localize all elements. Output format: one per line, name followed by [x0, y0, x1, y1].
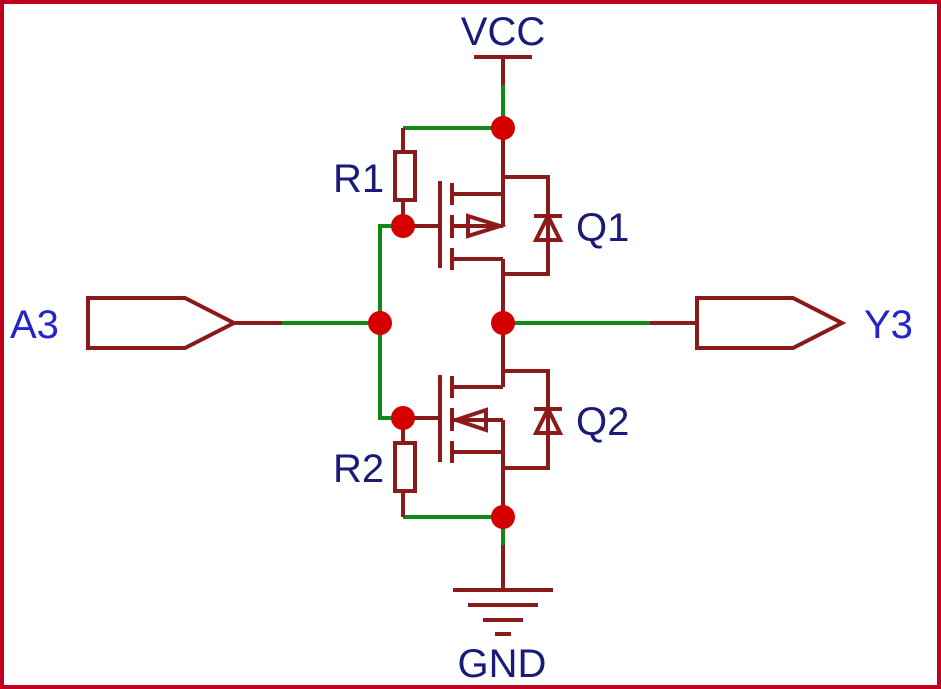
junction-input	[368, 311, 392, 335]
vcc-power-symbol	[474, 55, 532, 85]
junction-vcc	[491, 116, 515, 140]
output-port-label: Y3	[864, 303, 913, 347]
port-arrow-y3	[695, 296, 847, 350]
input-port-label: A3	[10, 303, 59, 347]
junction-q2-gate	[391, 406, 415, 430]
junctions	[368, 116, 515, 529]
r2-label: R2	[333, 447, 384, 491]
port-arrow-a3	[86, 296, 239, 350]
port-input-a3	[86, 296, 282, 350]
gnd-label: GND	[458, 642, 547, 686]
mosfet-q2	[403, 323, 564, 517]
q1-arrow	[466, 213, 507, 239]
q2-arrow	[449, 407, 488, 433]
q2-body-diode	[532, 404, 564, 435]
resistor-r1	[393, 128, 417, 226]
mosfet-q1	[403, 128, 564, 323]
junction-output	[491, 311, 515, 335]
q1-label: Q1	[576, 206, 629, 250]
q2-diode-wire	[503, 369, 550, 470]
r1-label: R1	[333, 157, 384, 201]
vcc-label: VCC	[461, 10, 545, 54]
port-output-y3	[650, 296, 847, 350]
junction-gnd	[491, 505, 515, 529]
ground-symbol	[453, 545, 553, 636]
q1-body-diode	[532, 211, 564, 242]
resistor-r2	[393, 418, 417, 517]
junction-q1-gate	[391, 214, 415, 238]
q2-label: Q2	[576, 400, 629, 444]
q1-diode-wire	[503, 175, 550, 276]
